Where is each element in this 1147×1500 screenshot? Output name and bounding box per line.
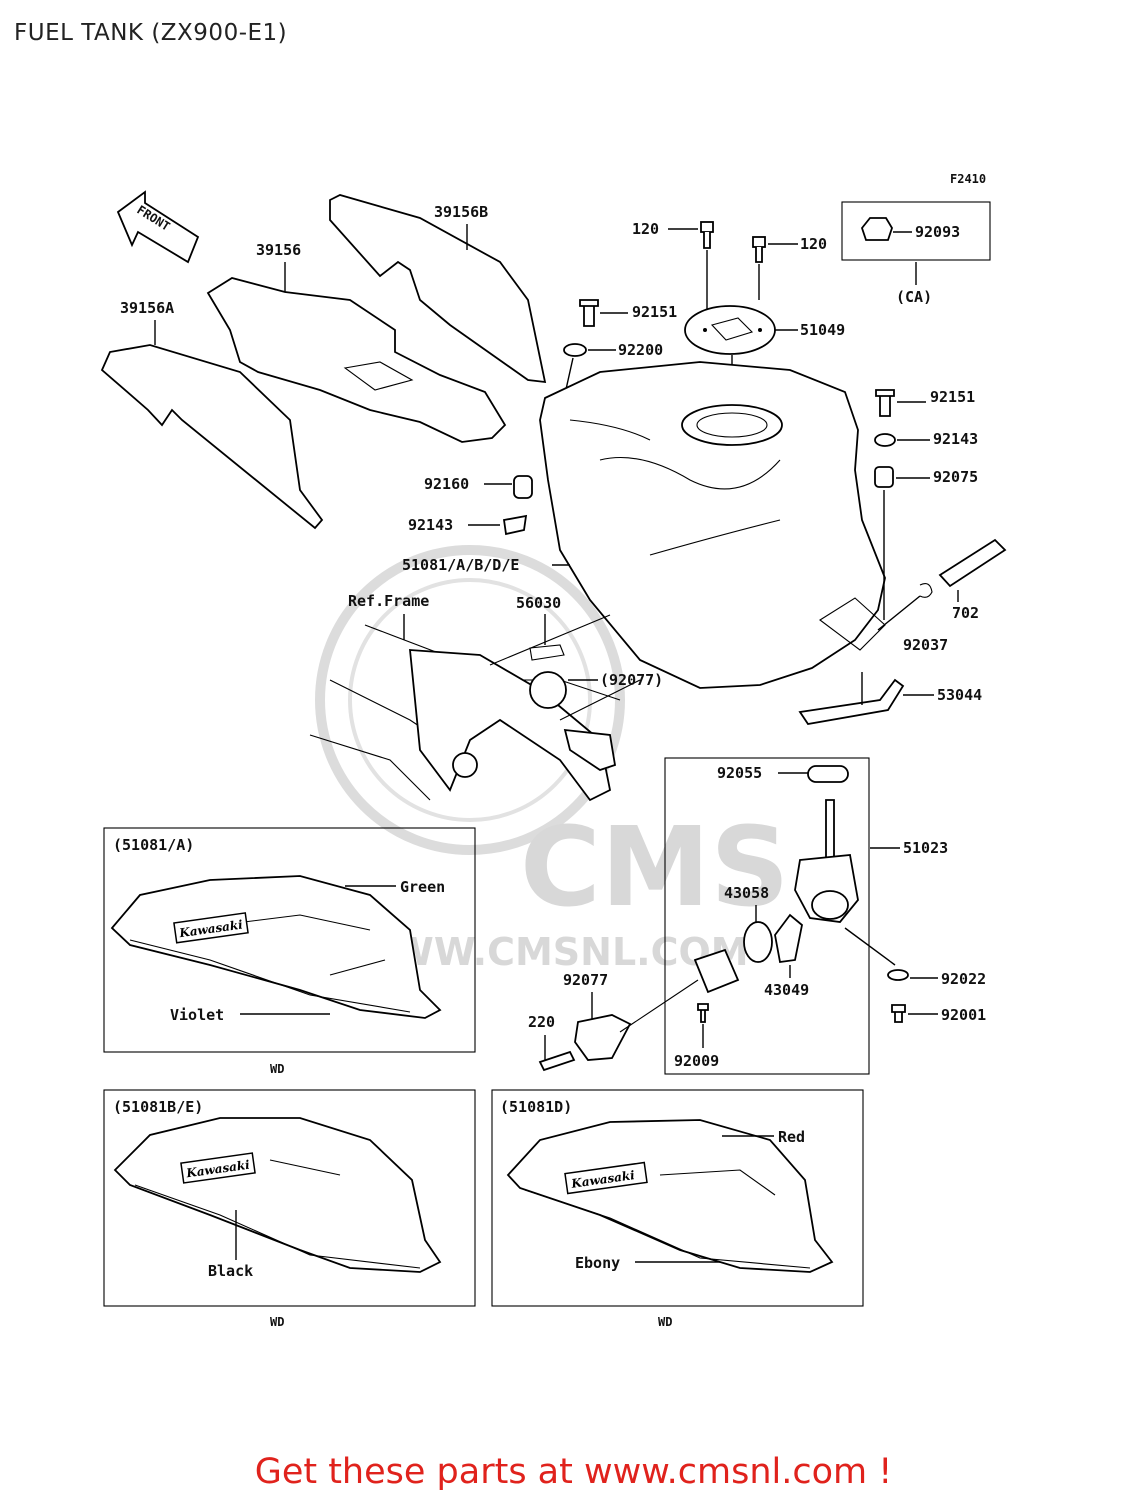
label-92093: 92093 xyxy=(915,223,960,241)
fuel-cock-51023 xyxy=(794,799,859,923)
hose-702-icon xyxy=(938,538,1007,588)
rod-53044-icon xyxy=(798,678,905,725)
lever-43049-icon xyxy=(774,913,803,964)
label-43049: 43049 xyxy=(764,981,809,999)
label-92055: 92055 xyxy=(717,764,762,782)
inset-1-label-violet: Violet xyxy=(170,1006,224,1024)
ca-box xyxy=(841,201,991,261)
inset-2-footer: WD xyxy=(270,1315,284,1329)
inset-51081-d: (51081D) Kawasaki Red Ebony xyxy=(491,1089,864,1307)
watermark-brand: CMS xyxy=(520,803,789,931)
emblem-56030-icon xyxy=(529,644,565,661)
collar-92143-left-icon xyxy=(502,514,528,536)
trim-pad-39156 xyxy=(206,277,507,443)
o-ring-43058-icon xyxy=(743,921,773,963)
fuel-cock-box xyxy=(664,757,870,1075)
inset-3-label-ebony: Ebony xyxy=(575,1254,620,1272)
label-92143-left: 92143 xyxy=(408,516,453,534)
screw-220-icon xyxy=(538,1050,576,1072)
screw-92009-icon xyxy=(697,1003,709,1023)
inset-3-heading: (51081D) xyxy=(500,1098,572,1116)
label-702: 702 xyxy=(952,604,979,622)
label-92001: 92001 xyxy=(941,1006,986,1024)
label-43058: 43058 xyxy=(724,884,769,902)
label-92022: 92022 xyxy=(941,970,986,988)
bolt-120-right-icon xyxy=(752,236,766,248)
inset-51081-a: (51081/A) Kawasaki Green Violet xyxy=(103,827,476,1053)
label-92200: 92200 xyxy=(618,341,663,359)
cms-watermark: CMS WWW.CMSNL.COM xyxy=(315,545,789,974)
label-92037: 92037 xyxy=(903,636,948,654)
inset-2-label-black: Black xyxy=(208,1262,253,1280)
nut-92093-icon xyxy=(860,217,893,241)
label-92077-ref: (92077) xyxy=(600,671,663,689)
label-92077: 92077 xyxy=(563,971,608,989)
gasket-92055-icon xyxy=(807,765,849,783)
bolt-92001-icon xyxy=(891,1004,906,1023)
filler-cap-51049 xyxy=(684,305,776,355)
figure-code: F2410 xyxy=(950,172,986,186)
front-arrow-icon: FRONT xyxy=(116,190,200,264)
label-39156B: 39156B xyxy=(434,203,488,221)
inset-51081-be: (51081B/E) Kawasaki Black xyxy=(103,1089,476,1307)
label-92160: 92160 xyxy=(424,475,469,493)
inset-3-label-red: Red xyxy=(778,1128,805,1146)
bolt-120-left-icon xyxy=(700,221,714,233)
inset-1-heading: (51081/A) xyxy=(113,836,194,854)
label-51081: 51081/A/B/D/E xyxy=(402,556,519,574)
inset-1-footer: WD xyxy=(270,1062,284,1076)
trim-pad-39156B xyxy=(329,194,547,384)
label-ca: (CA) xyxy=(896,288,932,306)
grommet-92077-icon xyxy=(529,671,567,709)
label-92143-right: 92143 xyxy=(933,430,978,448)
inset-3-footer: WD xyxy=(658,1315,672,1329)
lever-92077-icon xyxy=(574,1014,632,1061)
label-39156A: 39156A xyxy=(120,299,174,317)
label-92151-right: 92151 xyxy=(930,388,975,406)
knob-92077-icon xyxy=(693,948,740,994)
fuel-tank-51081 xyxy=(539,361,886,689)
label-56030: 56030 xyxy=(516,594,561,612)
label-120-right: 120 xyxy=(800,235,827,253)
inset-1-label-green: Green xyxy=(400,878,445,896)
label-51023: 51023 xyxy=(903,839,948,857)
label-120-left: 120 xyxy=(632,220,659,238)
inset-2-heading: (51081B/E) xyxy=(113,1098,203,1116)
bolt-92151-left-icon xyxy=(579,299,599,327)
label-92009: 92009 xyxy=(674,1052,719,1070)
label-92151-left: 92151 xyxy=(632,303,677,321)
page-title: FUEL TANK (ZX900-E1) xyxy=(14,20,288,46)
washer-92200-icon xyxy=(563,343,587,357)
damper-92075-icon xyxy=(874,466,894,488)
frame-reference xyxy=(309,614,641,802)
damper-92160-icon xyxy=(513,475,533,499)
label-220: 220 xyxy=(528,1013,555,1031)
cms-link-banner[interactable]: Get these parts at www.cmsnl.com ! xyxy=(254,1452,893,1492)
clip-92037-icon xyxy=(919,583,933,598)
label-92075: 92075 xyxy=(933,468,978,486)
label-53044: 53044 xyxy=(937,686,982,704)
trim-pad-39156A xyxy=(100,344,324,530)
washer-92022-icon xyxy=(887,969,909,981)
label-51049: 51049 xyxy=(800,321,845,339)
bolt-92151-right-icon xyxy=(875,389,895,417)
label-39156: 39156 xyxy=(256,241,301,259)
label-ref-frame: Ref.Frame xyxy=(348,592,429,610)
washer-92143-right-icon xyxy=(874,433,896,447)
